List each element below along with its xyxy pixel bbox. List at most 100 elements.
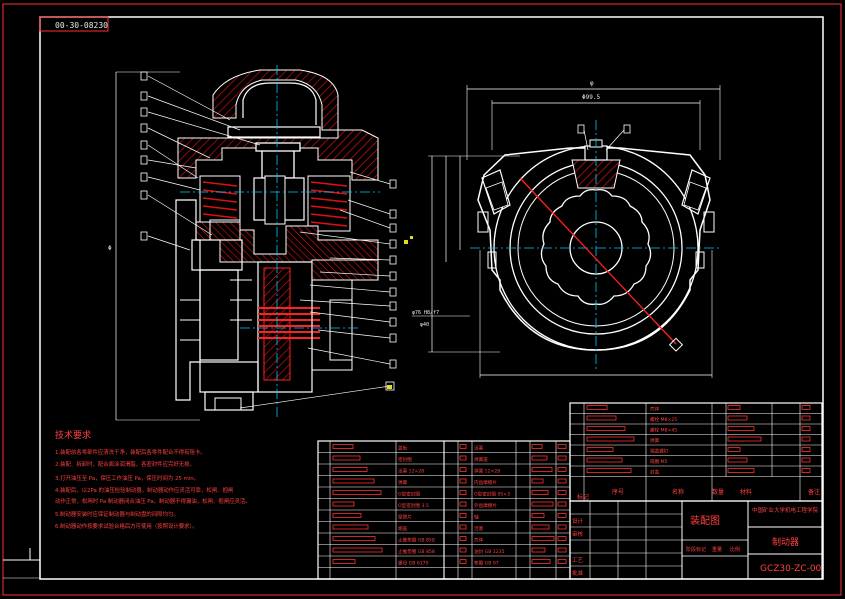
part-note-mark: [557, 444, 567, 449]
upper-part-name: 螺栓 M8×45: [650, 427, 677, 434]
tech-requirements-title: 技术要求: [55, 429, 91, 441]
part-qty-mark: [459, 536, 467, 541]
part-material-mark: [531, 444, 543, 449]
upper-part-name: 端盖螺钉: [650, 448, 669, 455]
part-note-mark: [557, 559, 567, 564]
part-material-mark: [531, 467, 553, 472]
part-code-mark: [332, 547, 383, 553]
part-name-left: O型密封圈: [398, 491, 420, 498]
part-name-left: 弹簧: [398, 479, 408, 486]
part-qty-mark: [459, 524, 467, 530]
company: 中国矿业大学机电工程学院: [752, 506, 819, 514]
end-view: φ Φ99.5 φ76 H8/f7 φ40: [412, 80, 721, 378]
upper-code-mark: [586, 468, 632, 473]
upper-part-name: 隔圈 M5: [650, 458, 668, 465]
small-marks-left: [387, 236, 413, 389]
part-name-left: 端盖: [398, 525, 408, 532]
part-code-mark: [332, 478, 375, 484]
part-note-mark: [557, 547, 567, 553]
part-name-right: 壳体: [474, 537, 484, 544]
part-qty-mark: [459, 513, 467, 518]
svg-text:数量: 数量: [712, 488, 724, 496]
svg-text:审核: 审核: [572, 530, 584, 538]
part-note-mark: [557, 501, 567, 507]
part-material-mark: [531, 478, 544, 484]
part-note-mark: [557, 467, 567, 472]
svg-text:比例: 比例: [730, 546, 740, 553]
svg-text:设计: 设计: [572, 517, 584, 525]
part-name-right: 垫圈 GB 97: [474, 560, 499, 567]
part-code-mark: [332, 536, 376, 541]
svg-text:名称: 名称: [672, 488, 684, 496]
svg-text:00-30-08230: 00-30-08230: [55, 21, 108, 30]
part-material-mark: [531, 501, 554, 507]
part-name-right: 外齿摩擦片: [474, 502, 497, 509]
upper-material-mark: [727, 426, 755, 431]
tech-item: 6.制动器动作按要求试验合格后方可使用（按照设计要求）。: [55, 522, 198, 530]
upper-note-mark: [801, 468, 811, 473]
part-name-right: 活塞: [474, 525, 484, 532]
upper-code-mark: [586, 447, 614, 452]
part-qty-mark: [459, 501, 467, 507]
part-name-left: 螺母 GB 6170: [398, 560, 429, 567]
part-name-right: 弹簧座: [474, 456, 488, 463]
part-material-mark: [531, 513, 545, 518]
part-name-left: 盖板: [398, 445, 408, 452]
part-qty-mark: [459, 478, 467, 484]
svg-text:φ: φ: [590, 80, 594, 87]
part-note-mark: [557, 536, 567, 541]
part-material-mark: [531, 547, 546, 553]
upper-note-mark: [801, 426, 811, 431]
tech-requirements: 技术要求 1.装配前各零部件应清洗干净，装配后各零件配合不得有阻卡。 2.装配、…: [55, 429, 251, 530]
part-material-mark: [531, 536, 555, 541]
upper-material-mark: [727, 405, 741, 410]
part-note-mark: [557, 490, 567, 495]
part-code-mark: [332, 559, 356, 564]
part-code-mark: [332, 455, 361, 461]
svg-text:Φ: Φ: [108, 245, 112, 252]
tech-item: 2.装配、拆卸时，配合面涂润滑脂，各密封件应完好无损。: [55, 460, 195, 468]
part-material-mark: [531, 455, 548, 461]
upper-part-name: 壳体: [650, 406, 660, 413]
part-code-mark: [332, 444, 354, 449]
upper-part-name: 弹簧: [650, 437, 660, 444]
part-material-mark: [531, 524, 550, 530]
part-name-left: 止推垫圈 GB 858: [398, 548, 435, 555]
part-name-right: 内齿摩擦片: [474, 479, 497, 486]
part-code-mark: [332, 513, 362, 518]
upper-part-name: 封盖: [650, 469, 660, 476]
upper-material-mark: [727, 468, 755, 473]
part-name-left: 活塞 12×28: [398, 468, 424, 475]
tech-item: 1.装配前各零部件应清洗干净，装配后各零件配合不得有阻卡。: [55, 448, 206, 456]
part-name-right: 轴: [474, 514, 479, 521]
svg-text:Φ99.5: Φ99.5: [582, 94, 600, 101]
outer-frame: [2, 3, 842, 596]
tech-item: 4.装配后，以2Pa 的油压检验制动器，制动器动作应灵活可靠，松闸、抱闸: [55, 486, 233, 494]
part-code-mark: [332, 490, 382, 495]
upper-note-mark: [801, 436, 811, 442]
leader-lines-left: [147, 75, 391, 409]
svg-text:φ40: φ40: [420, 322, 429, 328]
tech-item: 3.打开油压至 Pa，保压工作油压 Pa，保压时间为 25 min。: [55, 474, 199, 482]
upper-note-mark: [801, 447, 811, 452]
part-qty-mark: [459, 467, 467, 472]
sheet-tag: 00-30-08230: [39, 16, 109, 32]
svg-text:批准: 批准: [572, 569, 584, 577]
upper-code-mark: [586, 457, 623, 463]
upper-code-mark: [586, 405, 608, 410]
upper-note-mark: [801, 457, 811, 463]
upper-material-mark: [727, 447, 741, 452]
part-name-right: 弹簧 12×28: [474, 468, 500, 475]
upper-part-name: 螺栓 M8×25: [650, 416, 677, 423]
part-name-right: O型密封圈 95×3: [474, 491, 510, 498]
part-qty-mark: [459, 490, 467, 495]
part-note-mark: [557, 478, 567, 484]
drawing-number: GCZ30-ZC-00: [760, 564, 822, 574]
svg-text:标记: 标记: [577, 493, 589, 501]
part-code-mark: [332, 467, 368, 472]
svg-text:阶段标记: 阶段标记: [686, 546, 706, 553]
balloons-left: [140, 71, 397, 391]
